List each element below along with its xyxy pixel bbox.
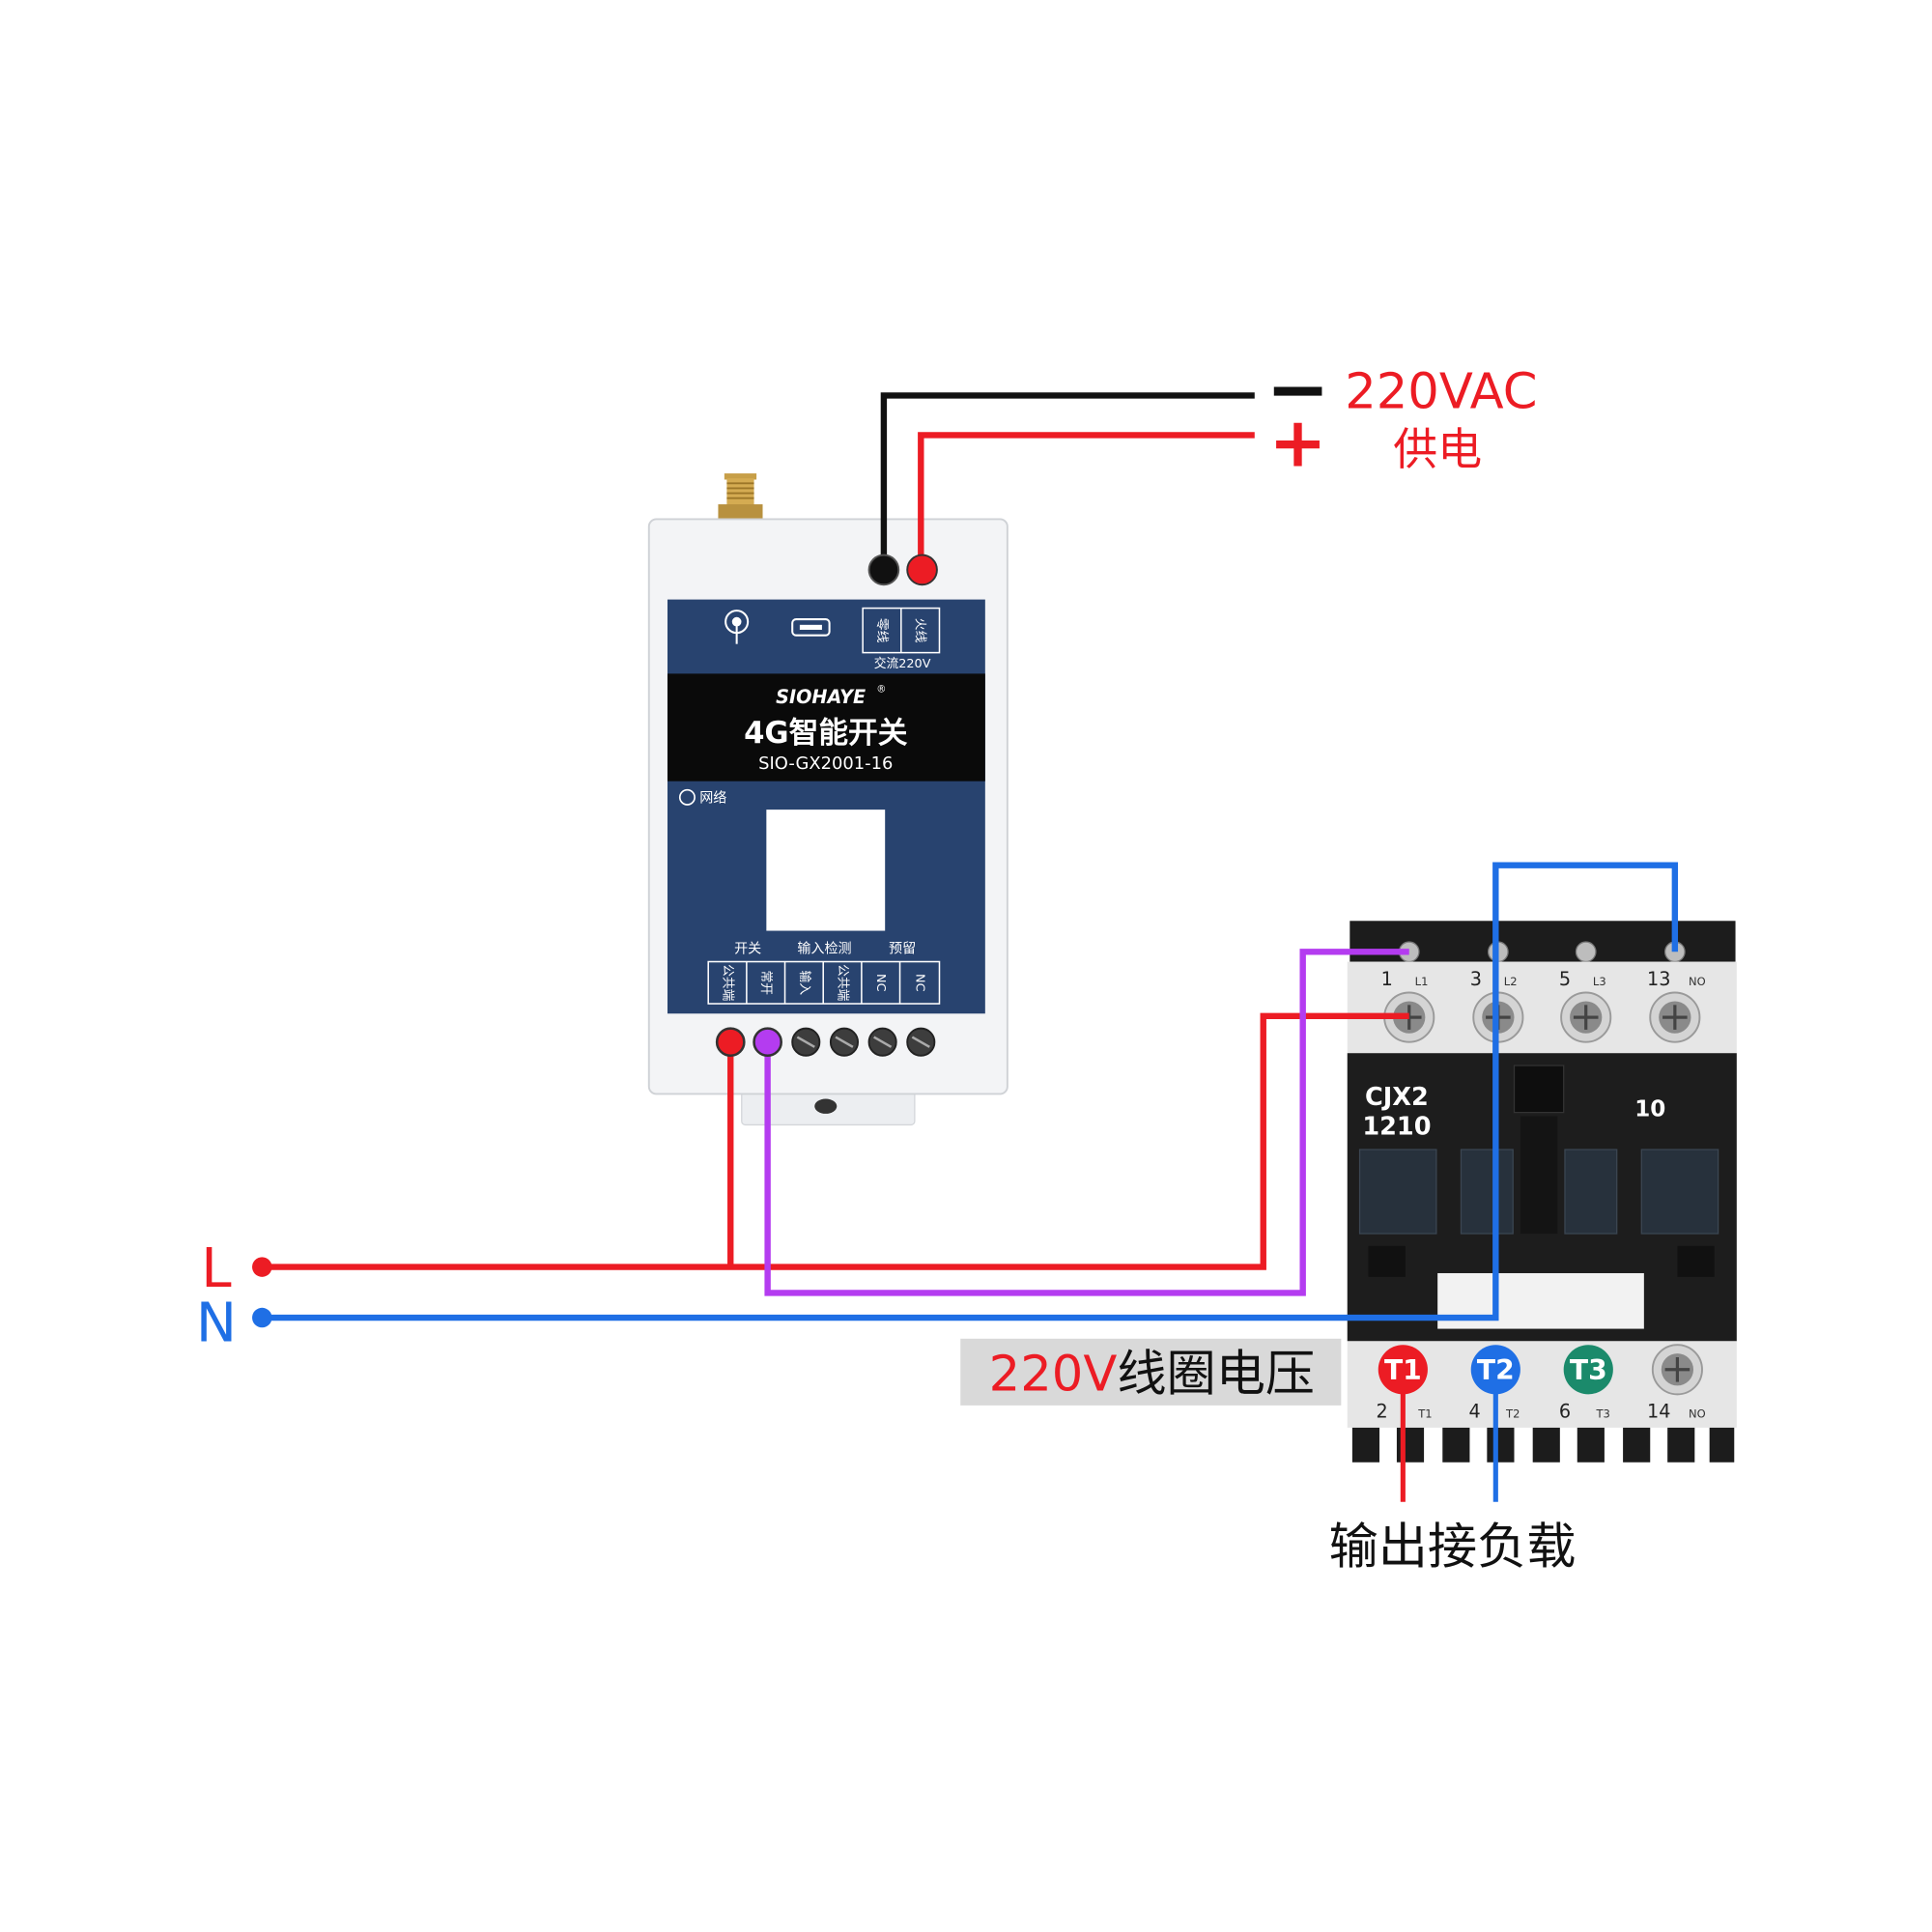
brand-band bbox=[667, 673, 985, 781]
t3-badge bbox=[1563, 1345, 1613, 1395]
switch-module: 零线 火线 交流220V SIOHAYE ® 4G智能开关 SIO-GX2001… bbox=[647, 473, 1009, 1126]
network-led-icon bbox=[678, 788, 696, 806]
neutral-terminal-label: 零线 bbox=[874, 618, 889, 643]
screw-icon bbox=[1649, 991, 1701, 1043]
live-label: L bbox=[201, 1237, 232, 1300]
product-name: 4G智能开关 bbox=[744, 716, 908, 751]
front-panel bbox=[667, 599, 985, 1014]
terminal-label-nc-2: NC bbox=[913, 974, 927, 992]
top-terminal-name-4: NO bbox=[1689, 975, 1706, 988]
network-label: 网络 bbox=[699, 790, 726, 806]
contactor-bottom-screw-icon bbox=[1651, 1344, 1703, 1396]
brand-name: SIOHAYE bbox=[776, 686, 866, 708]
supply-minus-sign: − bbox=[1265, 344, 1329, 434]
terminal-label-input: 输入 bbox=[797, 970, 812, 995]
screw-icon bbox=[791, 1027, 821, 1057]
bottom-terminal-name-2: T2 bbox=[1505, 1407, 1520, 1421]
contactor-window bbox=[1513, 1065, 1565, 1114]
t1-badge bbox=[1378, 1345, 1428, 1395]
io-terminal-normally-open bbox=[753, 1027, 782, 1058]
neutral-wire bbox=[262, 862, 1679, 1321]
top-terminal-num-3: 5 bbox=[1559, 968, 1571, 990]
bottom-terminal-num-2: 4 bbox=[1468, 1401, 1480, 1423]
ac-input-caption: 交流220V bbox=[874, 656, 931, 671]
contactor-model-line2: 1210 bbox=[1362, 1113, 1431, 1142]
module-terminal-live bbox=[906, 554, 938, 586]
terminal-label-normally-open: 常开 bbox=[758, 970, 773, 995]
t2-badge bbox=[1470, 1345, 1520, 1395]
t2-badge-label: T2 bbox=[1477, 1354, 1515, 1386]
screw-icon bbox=[829, 1027, 859, 1057]
top-terminal-name-1: L1 bbox=[1415, 975, 1429, 988]
io-terminal-label-box: 公共端 常开 输入 公共端 NC NC bbox=[707, 960, 941, 1005]
module-io-terminals bbox=[715, 1027, 936, 1058]
signal-icon bbox=[724, 610, 750, 644]
contactor-feet bbox=[1351, 1427, 1735, 1463]
supply-label: 供电 bbox=[1393, 423, 1482, 475]
t1-badge-label: T1 bbox=[1384, 1354, 1422, 1386]
io-terminal-common bbox=[715, 1027, 746, 1058]
terminal-label-input-common: 公共端 bbox=[836, 964, 850, 1002]
contactor-center-rib bbox=[1520, 1116, 1558, 1235]
brand-registered-mark: ® bbox=[876, 685, 886, 696]
mounting-hole bbox=[814, 1098, 838, 1114]
top-terminal-num-2: 3 bbox=[1470, 968, 1482, 990]
usb-port-icon bbox=[791, 618, 831, 637]
bottom-terminal-num-1: 2 bbox=[1376, 1401, 1387, 1423]
coil-label: 220V线圈电压 bbox=[989, 1346, 1315, 1404]
supply-plus-sign: + bbox=[1269, 401, 1327, 482]
display-window bbox=[766, 810, 886, 931]
output-load-label: 输出接负载 bbox=[1329, 1519, 1577, 1577]
contactor-lower-slot-right bbox=[1677, 1245, 1715, 1277]
wires bbox=[262, 392, 1679, 1502]
terminal-label-nc-1: NC bbox=[873, 974, 888, 992]
neutral-label: N bbox=[196, 1292, 237, 1354]
contactor: 1 L1 3 L2 5 L3 13 NO bbox=[1347, 921, 1737, 1463]
antenna-connector-icon bbox=[718, 473, 763, 521]
contactor-coil-blocks bbox=[1358, 1149, 1719, 1235]
terminal-label-common: 公共端 bbox=[721, 964, 735, 1002]
top-terminal-name-2: L2 bbox=[1504, 975, 1518, 988]
supply-red-wire bbox=[918, 432, 1255, 569]
contactor-aux-rating: 10 bbox=[1634, 1096, 1665, 1122]
bottom-terminal-name-1: T1 bbox=[1417, 1407, 1432, 1421]
power-terminal-label-box: 零线 火线 bbox=[862, 607, 941, 654]
supply-voltage: 220VAC bbox=[1345, 362, 1537, 420]
neutral-input-dot bbox=[252, 1307, 272, 1328]
bottom-terminal-num-4: 14 bbox=[1647, 1401, 1670, 1423]
bottom-terminal-num-3: 6 bbox=[1559, 1401, 1571, 1423]
switched-coil-wire bbox=[764, 949, 1409, 1296]
top-terminal-num-4: 13 bbox=[1647, 968, 1670, 990]
output-badges: T1 T2 T3 bbox=[1378, 1345, 1613, 1395]
t3-badge-label: T3 bbox=[1570, 1354, 1607, 1386]
screw-icon bbox=[906, 1027, 936, 1057]
screw-icon bbox=[867, 1027, 897, 1057]
live-wire bbox=[262, 1012, 1409, 1270]
group-label-input-detect: 输入检测 bbox=[797, 942, 851, 957]
group-label-reserved: 预留 bbox=[889, 942, 916, 957]
top-terminal-num-1: 1 bbox=[1381, 968, 1393, 990]
supply-black-wire bbox=[880, 392, 1255, 569]
top-terminal-name-3: L3 bbox=[1593, 975, 1606, 988]
module-power-terminals bbox=[867, 554, 938, 586]
screw-icon bbox=[1560, 991, 1612, 1043]
bottom-terminal-name-4: NO bbox=[1689, 1407, 1706, 1421]
contactor-lower-slot-left bbox=[1368, 1245, 1406, 1277]
contactor-model-line1: CJX2 bbox=[1365, 1083, 1429, 1112]
bottom-terminal-name-3: T3 bbox=[1595, 1407, 1609, 1421]
model-number: SIO-GX2001-16 bbox=[758, 753, 893, 774]
coil-label-text: 线圈电压 bbox=[1117, 1346, 1315, 1404]
coil-voltage: 220V bbox=[989, 1346, 1118, 1404]
module-terminal-neutral bbox=[867, 554, 900, 586]
live-terminal-label: 火线 bbox=[913, 618, 927, 643]
group-label-switch: 开关 bbox=[734, 942, 761, 957]
live-input-dot bbox=[252, 1257, 272, 1277]
coil-label-box bbox=[960, 1338, 1342, 1406]
